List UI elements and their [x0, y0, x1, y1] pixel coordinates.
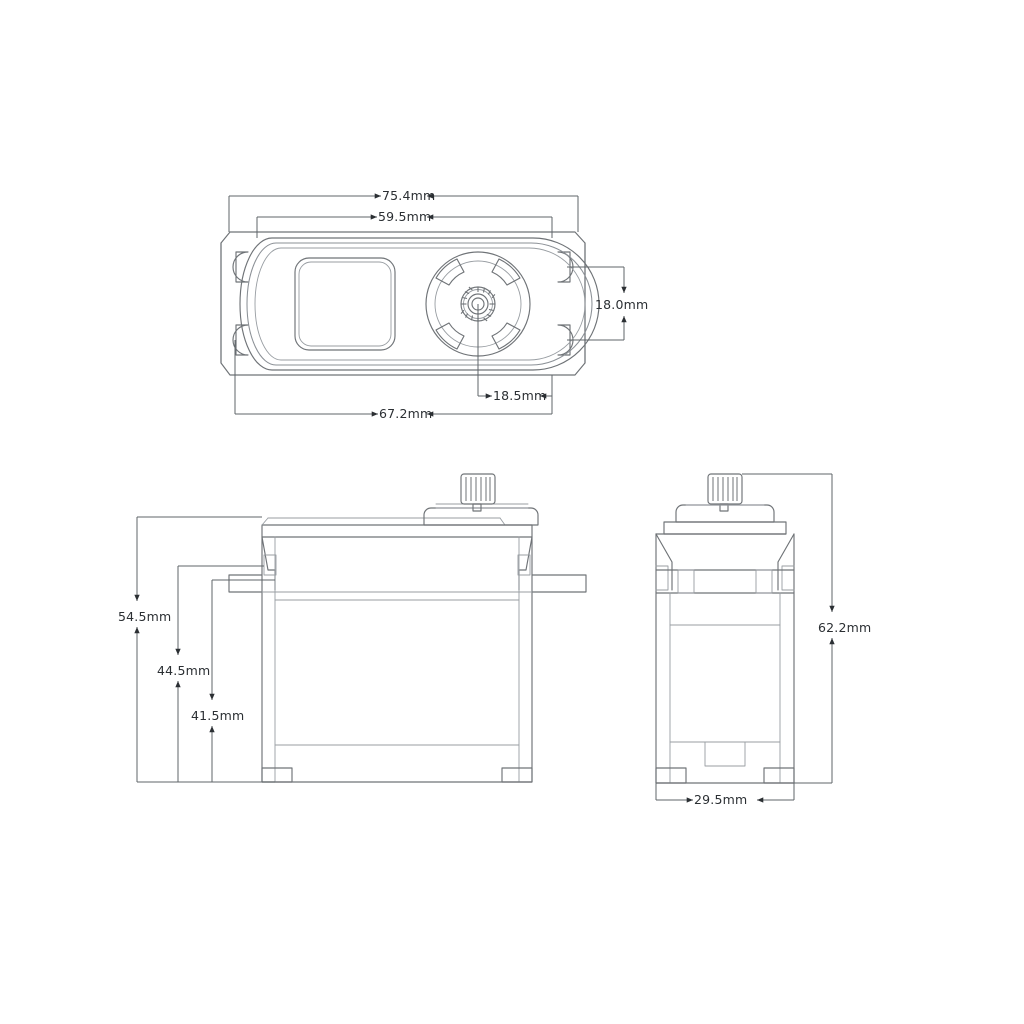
case-top-window	[294, 257, 396, 351]
front-view: 54.5mm 44.5mm 41.5mm	[118, 473, 587, 783]
dim-67-2: 67.2mm	[234, 340, 553, 421]
dim-62-2: 62.2mm	[742, 473, 871, 784]
case-top-body	[239, 237, 600, 371]
dim-44-5-label: 44.5mm	[157, 663, 210, 678]
dim-44-5: 44.5mm	[157, 565, 264, 783]
dim-18-0-label: 18.0mm	[595, 297, 648, 312]
dim-75-4-label: 75.4mm	[382, 188, 435, 203]
dim-29-5: 29.5mm	[655, 783, 795, 807]
dim-18-5-label: 18.5mm	[493, 388, 546, 403]
mounting-slot-left-bottom	[232, 324, 249, 356]
dim-67-2-label: 67.2mm	[379, 406, 432, 421]
dim-75-4: 75.4mm	[228, 188, 579, 232]
output-spline-front	[460, 473, 496, 512]
mounting-slot-left-top	[232, 251, 249, 283]
dim-18-5: 18.5mm	[477, 304, 553, 403]
output-spline-side	[707, 473, 743, 512]
dim-62-2-label: 62.2mm	[818, 620, 871, 635]
dim-41-5: 41.5mm	[191, 579, 275, 783]
side-view: 62.2mm 29.5mm	[655, 473, 871, 807]
top-view: 75.4mm 59.5mm 18.0mm 18.5mm	[220, 188, 648, 421]
dim-18-0: 18.0mm	[567, 266, 648, 341]
dim-59-5: 59.5mm	[256, 209, 553, 238]
dim-54-5: 54.5mm	[118, 516, 262, 783]
dim-29-5-label: 29.5mm	[694, 792, 747, 807]
mounting-slot-right-bottom	[557, 324, 574, 356]
dim-59-5-label: 59.5mm	[378, 209, 431, 224]
dim-41-5-label: 41.5mm	[191, 708, 244, 723]
dim-54-5-label: 54.5mm	[118, 609, 171, 624]
